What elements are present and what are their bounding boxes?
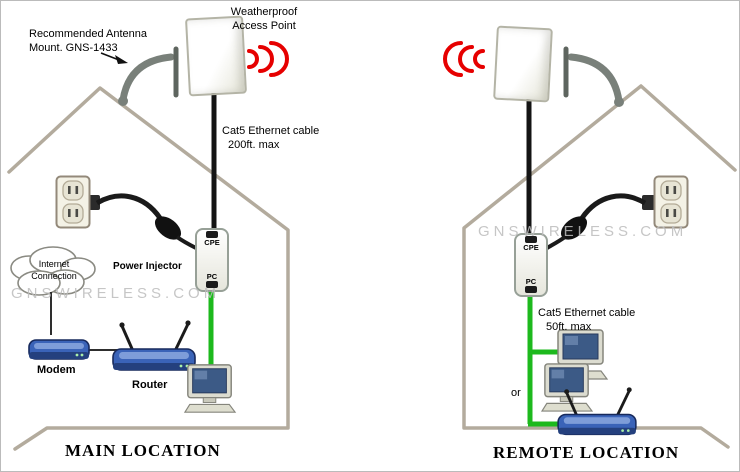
outlet-icon xyxy=(653,175,689,229)
router-label: Router xyxy=(132,379,168,391)
access-point-panel-remote xyxy=(493,25,553,103)
router-icon xyxy=(112,320,196,371)
cloud-label-line1: Internet xyxy=(38,259,70,269)
modem-icon xyxy=(28,339,90,360)
lan-cable-remote xyxy=(527,297,563,427)
antenna-mount-main xyxy=(118,46,179,106)
mount-label: Recommended Antenna Mount. GNS-1433 xyxy=(29,27,147,56)
cpe-port-label: CPE xyxy=(204,238,220,247)
router-icon xyxy=(557,387,637,436)
cloud-label-line2: Connection xyxy=(31,270,77,281)
power-injector-remote: CPE PC xyxy=(514,233,548,297)
power-injector-main: CPE PC xyxy=(195,228,229,292)
monitor-icon xyxy=(540,363,594,412)
power-cord-main xyxy=(87,193,197,250)
house-outline-main xyxy=(7,86,290,451)
wall-outlet-remote xyxy=(653,175,689,229)
mount-label-line1: Recommended Antenna xyxy=(29,28,148,40)
or-label: or xyxy=(511,387,521,399)
router-device-main xyxy=(109,319,199,377)
remote-location-title: REMOTE LOCATION xyxy=(493,443,680,462)
cpe-port-label: CPE xyxy=(523,243,539,252)
modem-device xyxy=(27,332,91,364)
power-cord-remote xyxy=(545,193,655,250)
cable-label-main: Cat5 Ethernet cable 200ft. max xyxy=(222,124,319,153)
pc-port-label: PC xyxy=(525,277,537,286)
pc-remote-2 xyxy=(539,363,595,413)
wall-outlet-main xyxy=(55,175,91,229)
pc-port xyxy=(525,286,537,293)
cable-label-main-line2: 200ft. max xyxy=(228,139,280,152)
cable-label-remote-line2: 50ft. max xyxy=(546,321,592,334)
power-injector-label: Power Injector xyxy=(113,261,182,272)
pc-port xyxy=(206,281,218,288)
modem-label: Modem xyxy=(37,364,76,376)
pc-main xyxy=(183,363,237,415)
internet-cloud-label: Internet Connection xyxy=(22,259,86,282)
mount-label-line2: Mount. GNS-1433 xyxy=(29,42,118,55)
internet-cloud-shape xyxy=(10,246,96,296)
router-device-remote xyxy=(553,386,641,441)
access-point-label-line1: Weatherproof xyxy=(230,6,298,18)
signal-waves-remote xyxy=(443,41,485,77)
main-location-title: MAIN LOCATION xyxy=(65,441,221,460)
access-point-label-line2: Access Point xyxy=(232,20,296,33)
signal-waves-main xyxy=(247,41,289,77)
cpe-port xyxy=(525,236,537,243)
cpe-port xyxy=(206,231,218,238)
access-point-label-main: Weatherproof Access Point xyxy=(206,5,322,34)
mount-label-arrow xyxy=(100,52,128,64)
cable-label-remote-line1: Cat5 Ethernet cable xyxy=(538,307,636,319)
monitor-icon xyxy=(183,364,237,413)
pc-port-label: PC xyxy=(206,272,218,281)
cable-label-main-line1: Cat5 Ethernet cable xyxy=(222,125,320,137)
house-outline-remote xyxy=(462,84,737,449)
outlet-icon xyxy=(55,175,91,229)
antenna-mount-remote xyxy=(563,46,624,107)
cable-label-remote: Cat5 Ethernet cable 50ft. max xyxy=(538,306,635,335)
